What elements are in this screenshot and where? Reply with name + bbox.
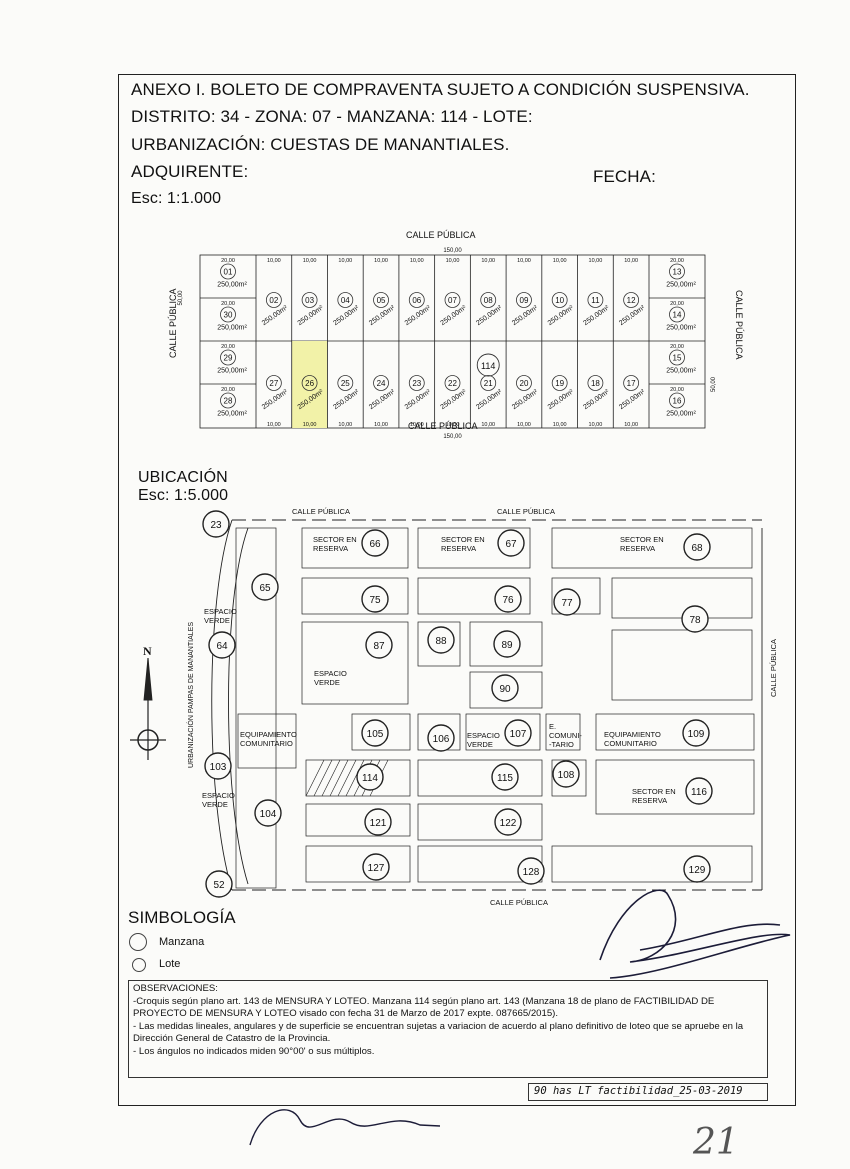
ubic-calle-bottom: CALLE PÚBLICA — [490, 898, 548, 907]
lote-symbol — [132, 958, 146, 972]
sector-reserva-1: SECTOR EN RESERVA — [313, 535, 357, 553]
ubic-pampas: URBANIZACIÓN PAMPAS DE MANANTIALES — [188, 622, 195, 768]
header-scale: Esc: 1:1.000 — [131, 190, 222, 207]
page-number: 21 — [693, 1122, 739, 1163]
sector-reserva-4: SECTOR EN RESERVA — [632, 787, 676, 805]
ubic-calle-right: CALLE PÚBLICA — [769, 639, 778, 697]
ubicacion-title: UBICACIÓN — [138, 469, 228, 486]
simbologia-manzana: Manzana — [159, 936, 205, 948]
espacio-verde-2: ESPACIO VERDE — [314, 669, 347, 687]
e-comunitario: E. COMUNI- -TARIO — [549, 722, 582, 749]
espacio-verde-4: ESPACIO VERDE — [202, 791, 235, 809]
ubicacion-scale: Esc: 1:5.000 — [138, 487, 229, 504]
equip-comunitario-1: EQUIPAMIENTO COMUNITARIO — [240, 730, 297, 748]
footer-note: 90 has LT factibilidad_25-03-2019 — [534, 1085, 743, 1097]
plan-street-top: CALLE PÚBLICA — [406, 230, 476, 240]
ubic-calle-top-2: CALLE PÚBLICA — [497, 507, 555, 516]
equip-comunitario-2: EQUIPAMIENTO COMUNITARIO — [604, 730, 661, 748]
obs-line-2: - Las medidas lineales, angulares y de s… — [133, 1020, 744, 1045]
obs-line-1: -Croquis según plano art. 143 de MENSURA… — [133, 995, 715, 1020]
sector-reserva-2: SECTOR EN RESERVA — [441, 535, 485, 553]
simbologia-lote: Lote — [159, 958, 181, 970]
plan-street-left: CALLE PÚBLICA — [168, 288, 178, 358]
plan-street-right: CALLE PÚBLICA — [734, 290, 744, 360]
espacio-verde-1: ESPACIO VERDE — [204, 607, 237, 625]
obs-line-3: - Los ángulos no indicados miden 90°00' … — [133, 1045, 375, 1057]
ubic-calle-top-1: CALLE PÚBLICA — [292, 507, 350, 516]
footer-note-box — [528, 1083, 768, 1101]
header-adquirente: ADQUIRENTE: — [131, 162, 249, 181]
north-letter: N — [143, 644, 152, 658]
header-distrito: DISTRITO: 34 - ZONA: 07 - MANZANA: 114 -… — [131, 107, 533, 126]
manzana-symbol — [129, 933, 147, 951]
header-title: ANEXO I. BOLETO DE COMPRAVENTA SUJETO A … — [131, 80, 750, 99]
header-fecha: FECHA: — [593, 167, 656, 186]
header-urbanizacion: URBANIZACIÓN: CUESTAS DE MANANTIALES. — [131, 135, 510, 154]
sector-reserva-3: SECTOR EN RESERVA — [620, 535, 664, 553]
simbologia-title: SIMBOLOGÍA — [128, 908, 236, 927]
obs-title: OBSERVACIONES: — [133, 983, 218, 994]
espacio-verde-3: ESPACIO VERDE — [467, 731, 500, 749]
annex-frame — [118, 74, 796, 1106]
plan-street-bottom: CALLE PÚBLICA — [408, 421, 478, 431]
observaciones-box: OBSERVACIONES: -Croquis según plano art.… — [128, 980, 768, 1078]
